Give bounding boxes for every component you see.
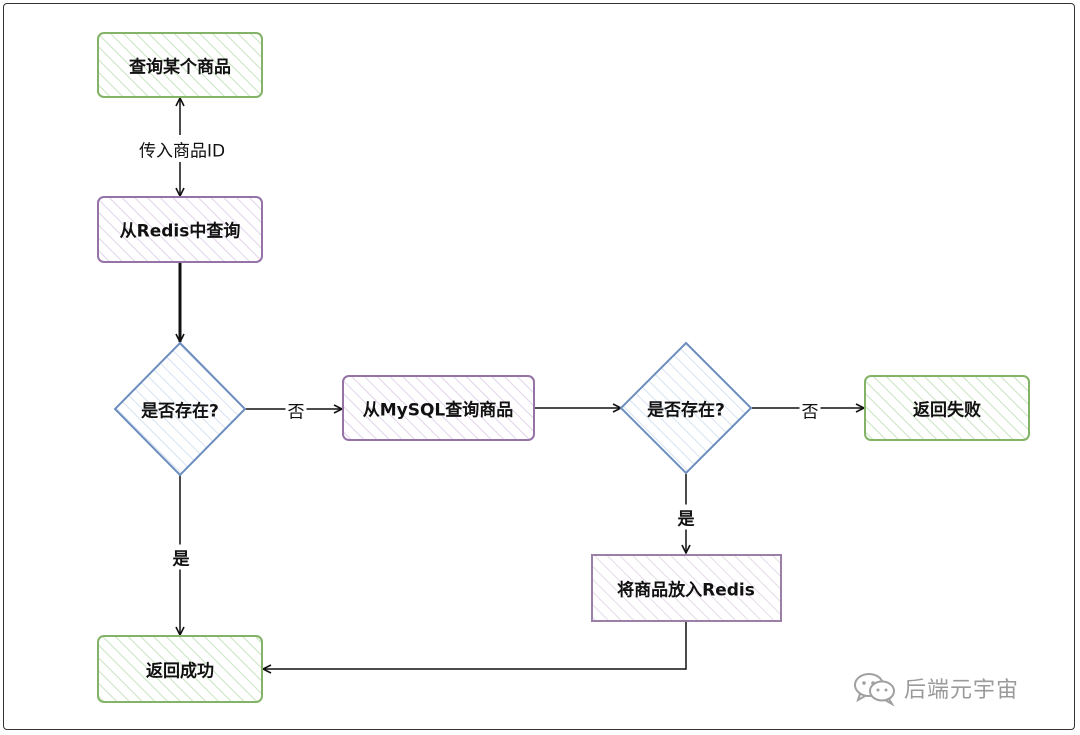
edge-label-pass-id: 传入商品ID bbox=[136, 136, 228, 162]
edge-put-redis-to-success bbox=[263, 622, 687, 669]
node-return-fail bbox=[864, 375, 1030, 441]
node-return-success bbox=[97, 635, 263, 703]
label-query-redis: 从Redis中查询 bbox=[119, 221, 241, 242]
node-exists-2 bbox=[619, 341, 753, 475]
label-query-product: 查询某个商品 bbox=[129, 57, 231, 78]
node-query-redis bbox=[97, 196, 263, 263]
label-return-success: 返回成功 bbox=[146, 661, 214, 682]
edge-label-yes-2: 是 bbox=[675, 504, 697, 530]
label-exists-2: 是否存在? bbox=[647, 400, 725, 421]
watermark-text: 后端元宇宙 bbox=[904, 678, 1020, 703]
node-query-mysql bbox=[342, 375, 535, 441]
edge-label-yes-1: 是 bbox=[170, 544, 192, 570]
edge-label-no-2: 否 bbox=[799, 397, 821, 423]
node-put-redis bbox=[591, 554, 782, 622]
label-query-mysql: 从MySQL查询商品 bbox=[362, 400, 514, 421]
edge-label-no-1: 否 bbox=[285, 397, 307, 423]
label-put-redis: 将商品放入Redis bbox=[617, 580, 755, 601]
label-return-fail: 返回失败 bbox=[913, 400, 981, 421]
node-query-product bbox=[97, 32, 263, 98]
watermark: 后端元宇宙 bbox=[852, 670, 1019, 706]
diagram-frame bbox=[3, 3, 1075, 730]
wechat-icon bbox=[854, 673, 895, 706]
label-exists-1: 是否存在? bbox=[141, 401, 219, 422]
node-exists-1 bbox=[113, 341, 247, 477]
